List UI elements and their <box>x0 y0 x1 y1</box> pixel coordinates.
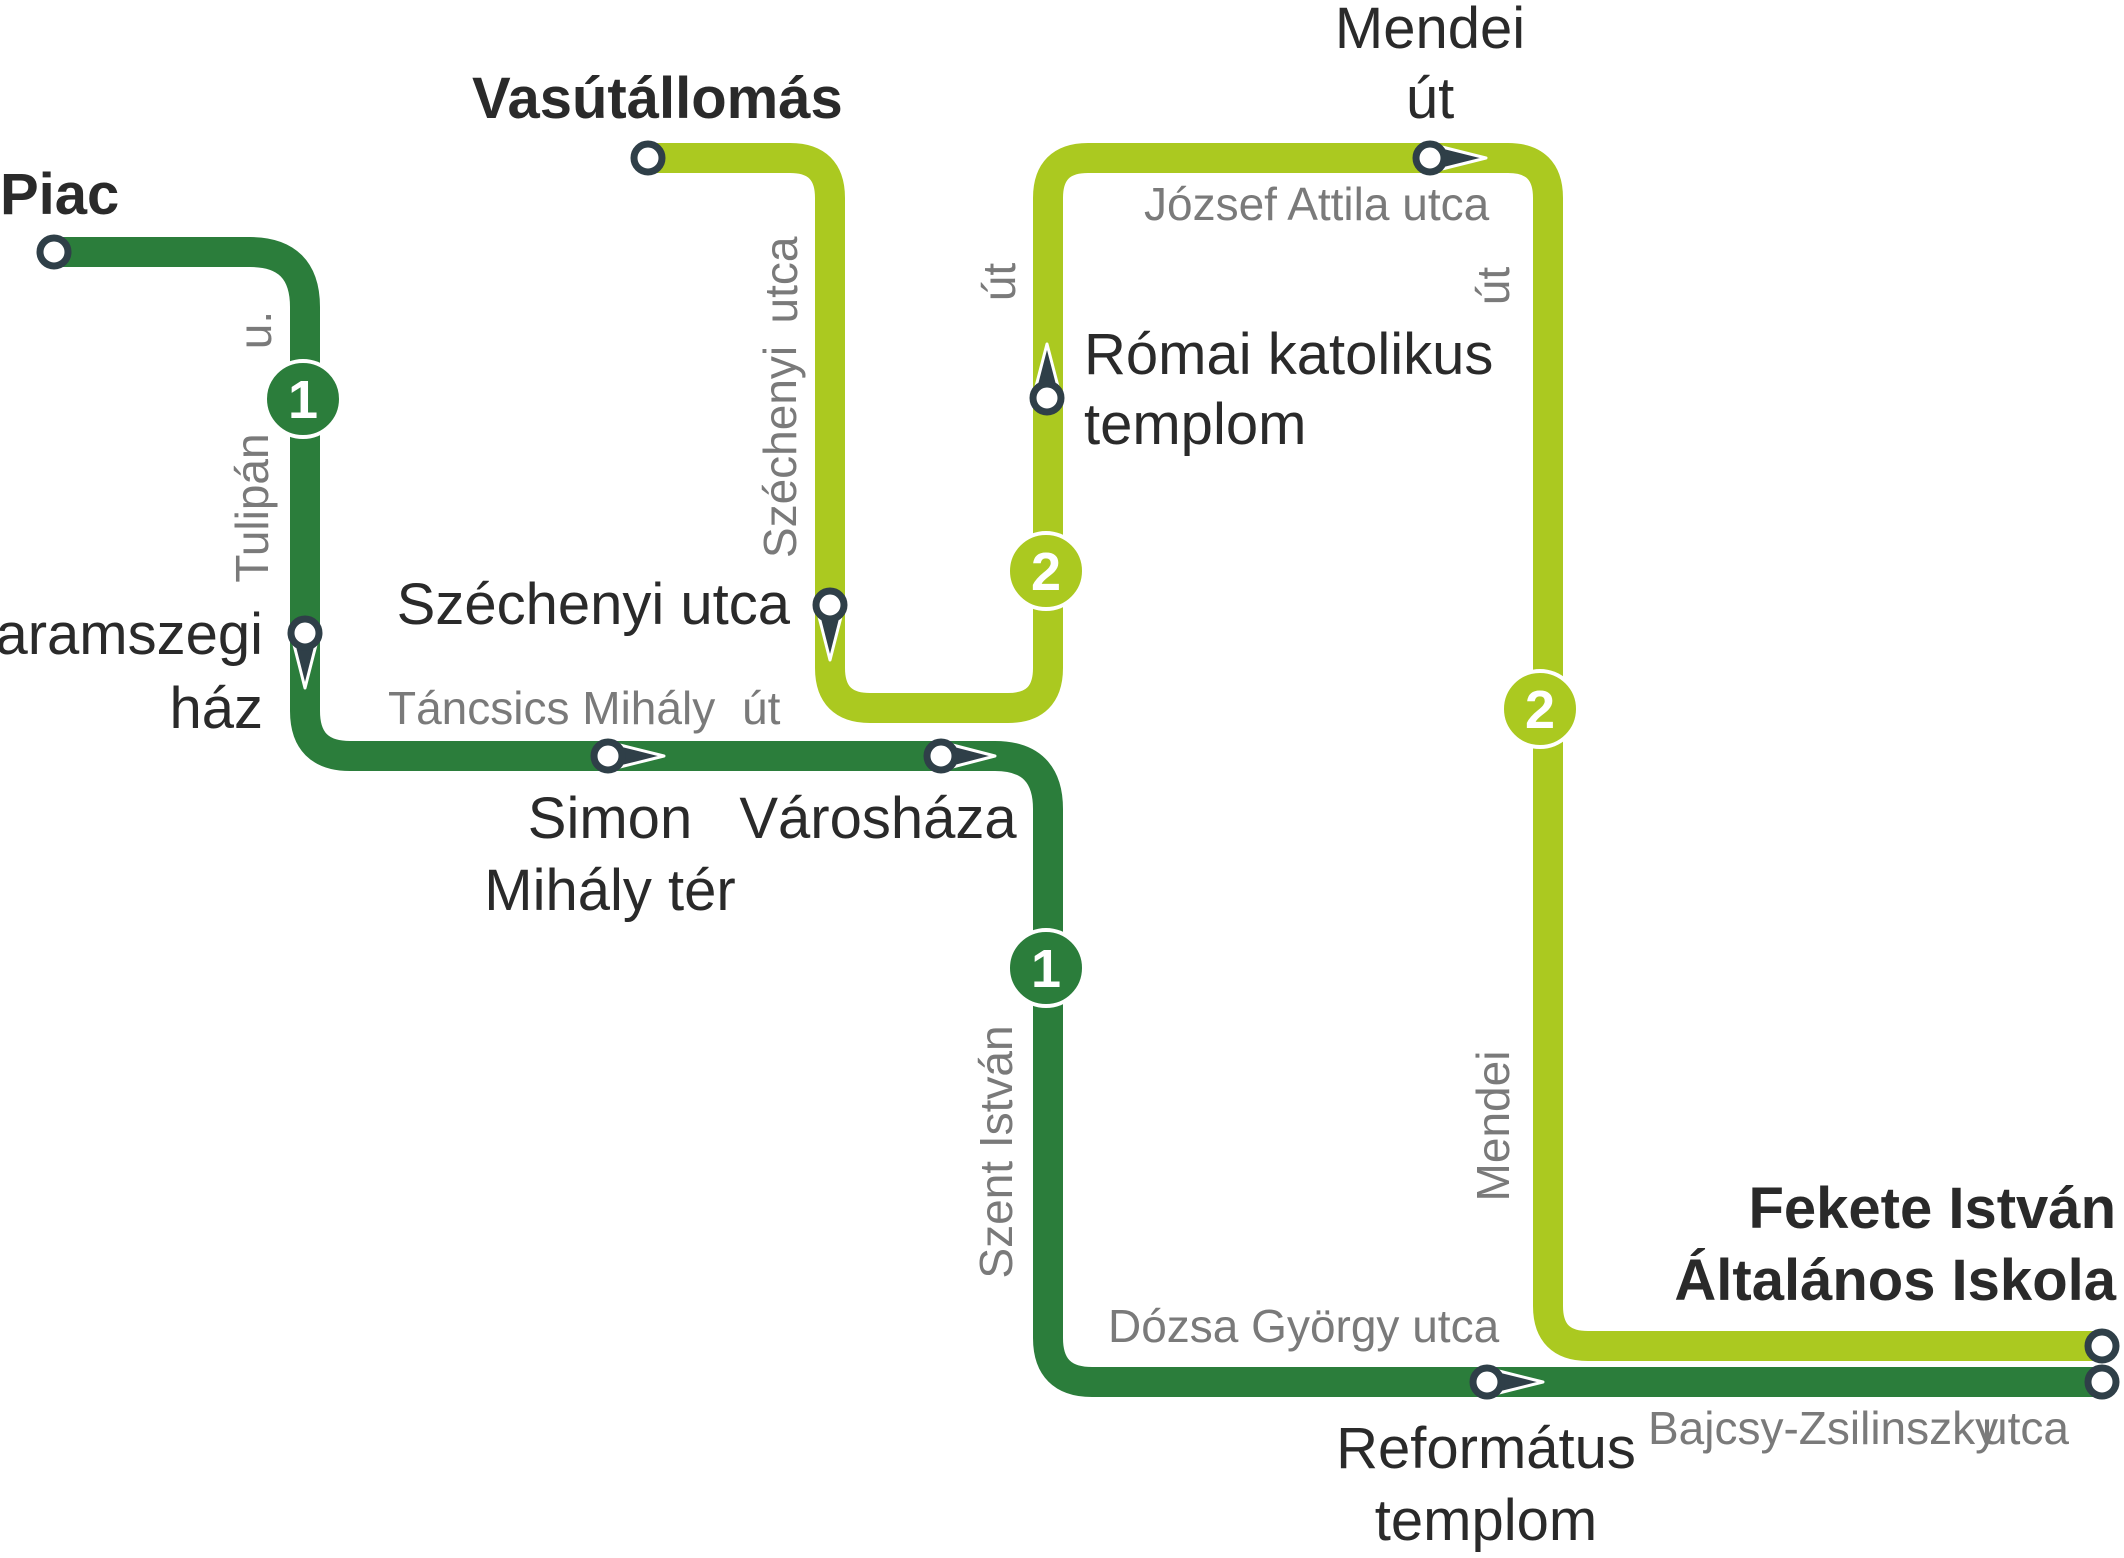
street-mendei-vertical: Mendei <box>1467 1051 1519 1202</box>
stop-circle-icon <box>1469 1364 1505 1400</box>
stop-label-ut: út <box>1406 66 1454 131</box>
stop-circle-icon <box>812 587 848 623</box>
svg-text:2: 2 <box>1031 542 1061 602</box>
street-tancsics-ut: út <box>742 682 781 734</box>
route-1-badge-top: 1 <box>263 359 343 439</box>
stop-circle-icon <box>1412 140 1448 176</box>
svg-text:2: 2 <box>1525 680 1555 740</box>
stop-circle-icon <box>287 615 323 651</box>
street-jozsef-attila: József Attila utca <box>1144 178 1490 230</box>
stop-szechenyi-utca[interactable] <box>812 587 848 662</box>
street-tulipan: Tulipán <box>226 433 278 582</box>
street-tulipan-u: u. <box>229 311 281 349</box>
stop-simon-mihaly-ter[interactable] <box>590 738 666 774</box>
stop-mendei-ut[interactable] <box>1412 140 1488 176</box>
stop-label-altalanos-iskola: Általános Iskola <box>1674 1248 2116 1313</box>
stop-varoshaza[interactable] <box>923 738 997 774</box>
street-tancsics-mihaly: Táncsics Mihály <box>388 682 715 734</box>
stop-label-szechenyi-utca: Széchenyi utca <box>397 572 791 637</box>
stop-circle-icon <box>1029 380 1065 416</box>
stop-label-vasutallomas: Vasútállomás <box>472 66 843 131</box>
stop-label-romai-katolikus: Római katolikus <box>1084 322 1493 387</box>
stop-circle-icon <box>630 140 666 176</box>
stop-fekete-line2[interactable] <box>2084 1328 2120 1364</box>
stop-label-varoshaza: Városháza <box>739 786 1017 851</box>
route-2-badge-right: 2 <box>1500 669 1580 749</box>
stop-fekete-line1[interactable] <box>2084 1364 2120 1400</box>
street-ut-left: út <box>973 263 1025 302</box>
stop-circle-icon <box>36 234 72 270</box>
stop-garamszegi-haz[interactable] <box>287 615 323 690</box>
stop-label-mendei: Mendei <box>1335 0 1525 61</box>
stop-label-templom-reformatus: templom <box>1375 1488 1597 1553</box>
stop-vasutallomas[interactable] <box>630 140 666 176</box>
stop-label-piac: Piac <box>0 162 119 227</box>
stop-piac[interactable] <box>36 234 72 270</box>
stop-circle-icon <box>2084 1364 2120 1400</box>
stop-label-haz: ház <box>169 676 263 741</box>
route-1-badge-bottom: 1 <box>1006 928 1086 1008</box>
street-szechenyi-vertical: Széchenyi <box>754 346 806 558</box>
route-1-line <box>54 237 2102 1397</box>
stop-label-fekete-istvan: Fekete István <box>1748 1176 2116 1241</box>
street-bajcsy-utca: utca <box>1982 1402 2069 1454</box>
street-szechenyi-utca-vertical: utca <box>755 236 807 323</box>
stop-circle-icon <box>923 738 959 774</box>
svg-text:1: 1 <box>288 370 318 430</box>
street-dozsa-gyorgy: Dózsa György utca <box>1108 1300 1500 1352</box>
stop-circle-icon <box>590 738 626 774</box>
street-bajcsy-zsilinszky: Bajcsy-Zsilinszky <box>1648 1402 1998 1454</box>
stop-label-mihaly-ter: Mihály tér <box>484 858 735 923</box>
stop-label-templom-romai: templom <box>1084 392 1306 457</box>
stop-label-simon: Simon <box>528 786 692 851</box>
svg-text:1: 1 <box>1031 939 1061 999</box>
stop-romai-katolikus-templom[interactable] <box>1029 342 1065 416</box>
route-2-line <box>648 143 2102 1361</box>
street-szent-istvan: Szent István <box>970 1025 1022 1278</box>
street-ut-right: út <box>1467 267 1519 306</box>
route-2-badge-left: 2 <box>1006 531 1086 611</box>
stop-label-reformatus: Református <box>1336 1416 1636 1481</box>
stop-reformatus-templom[interactable] <box>1469 1364 1545 1400</box>
stop-label-garamszegi: Garamszegi <box>0 602 263 667</box>
stop-circle-icon <box>2084 1328 2120 1364</box>
